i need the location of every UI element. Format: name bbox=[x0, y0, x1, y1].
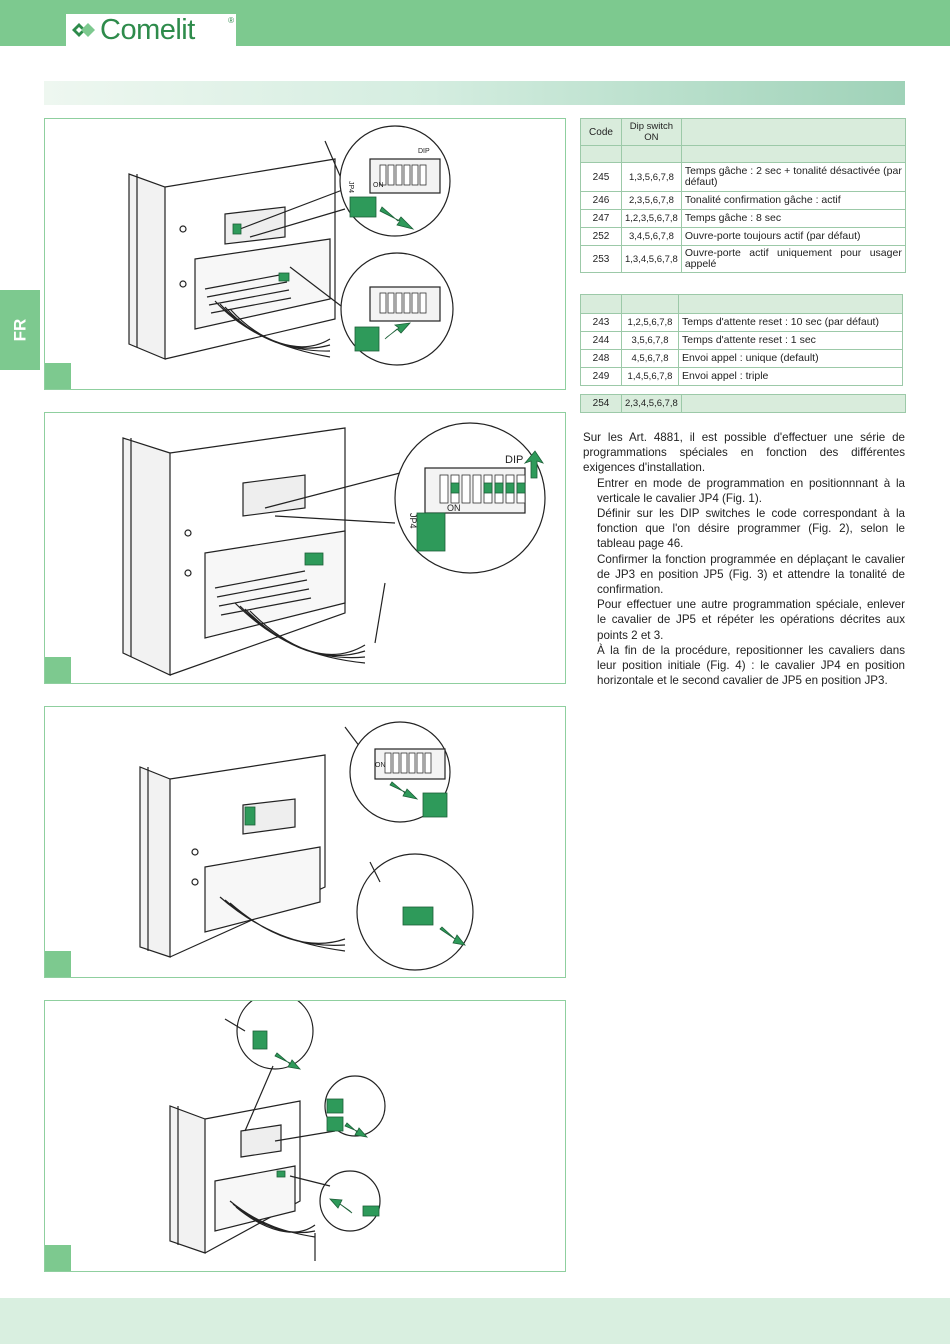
row-code: 253 bbox=[580, 245, 622, 273]
brand-name: Comelit bbox=[100, 14, 195, 46]
row-desc: Ouvre-porte actif uniquement pour usager… bbox=[680, 245, 906, 273]
row-dip: 3,4,5,6,7,8 bbox=[621, 227, 682, 246]
table-row: 252 3,4,5,6,7,8 Ouvre-porte toujours act… bbox=[580, 227, 906, 246]
step-paragraph: Définir sur les DIP switches le code cor… bbox=[597, 507, 905, 551]
header-desc bbox=[680, 118, 906, 146]
table-row: 244 3,5,6,7,8 Temps d'attente reset : 1 … bbox=[580, 331, 903, 350]
table-row: 246 2,3,5,6,7,8 Tonalité confirmation gâ… bbox=[580, 191, 906, 210]
header-code: Code bbox=[580, 118, 622, 146]
row-desc: Temps d'attente reset : 1 sec bbox=[678, 331, 903, 350]
figure-1: DIP ON JP4 bbox=[44, 118, 566, 390]
row-desc: Temps d'attente reset : 10 sec (par défa… bbox=[678, 313, 903, 332]
figure-2-illustration: DIP ON JP4 bbox=[122, 422, 546, 676]
figure-4-illustration bbox=[169, 1001, 386, 1261]
row-desc: Temps gâche : 2 sec + tonalité désactivé… bbox=[680, 162, 906, 192]
row-dip: 1,3,5,6,7,8 bbox=[621, 162, 682, 192]
figure-number-marker bbox=[45, 951, 71, 977]
table-row: 254 2,3,4,5,6,7,8 bbox=[580, 394, 906, 413]
row-desc: Envoi appel : triple bbox=[678, 367, 903, 386]
footer-bar bbox=[0, 1298, 950, 1344]
figure-number-marker bbox=[45, 657, 71, 683]
step-paragraph: Entrer en mode de programmation en posit… bbox=[597, 476, 905, 505]
step-paragraph: Pour effectuer une autre programmation s… bbox=[597, 598, 905, 642]
row-dip: 3,5,6,7,8 bbox=[621, 331, 679, 350]
figure-2: DIP ON JP4 bbox=[44, 412, 566, 684]
jp4-label-zoom: JP4 bbox=[408, 513, 418, 529]
brand-registered: ® bbox=[228, 16, 234, 25]
row-desc: Ouvre-porte toujours actif (par défaut) bbox=[680, 227, 906, 246]
on-label: ON bbox=[373, 182, 384, 189]
row-dip: 1,2,3,5,6,7,8 bbox=[621, 209, 682, 228]
language-label: FR bbox=[9, 318, 29, 342]
figure-1-illustration: DIP ON JP4 bbox=[128, 125, 454, 366]
row-code: 244 bbox=[580, 331, 622, 350]
row-desc: Tonalité confirmation gâche : actif bbox=[680, 191, 906, 210]
figure-number-marker bbox=[45, 363, 71, 389]
row-dip: 2,3,4,5,6,7,8 bbox=[621, 394, 682, 413]
figure-number-marker bbox=[45, 1245, 71, 1271]
row-code: 254 bbox=[580, 394, 622, 413]
row-desc: Temps gâche : 8 sec bbox=[680, 209, 906, 228]
row-dip: 2,3,5,6,7,8 bbox=[621, 191, 682, 210]
step-paragraph: Confirmer la fonction programmée en dépl… bbox=[597, 552, 905, 597]
on-label-fig3: ON bbox=[375, 762, 386, 769]
language-tab: FR bbox=[0, 290, 40, 370]
instructions-text: Sur les Art. 4881, il est possible d'eff… bbox=[583, 430, 905, 688]
figure-3: ON bbox=[44, 706, 566, 978]
code-table-3: 254 2,3,4,5,6,7,8 bbox=[580, 394, 906, 413]
table-row: 243 1,2,5,6,7,8 Temps d'attente reset : … bbox=[580, 313, 903, 332]
row-code: 252 bbox=[580, 227, 622, 246]
row-code: 243 bbox=[580, 313, 622, 332]
row-code: 248 bbox=[580, 349, 622, 368]
figure-3-illustration: ON bbox=[139, 721, 474, 971]
table-row: 253 1,3,4,5,6,7,8 Ouvre-porte actif uniq… bbox=[580, 245, 906, 273]
row-code: 247 bbox=[580, 209, 622, 228]
code-table-2: 243 1,2,5,6,7,8 Temps d'attente reset : … bbox=[580, 294, 903, 386]
row-desc bbox=[680, 394, 906, 413]
table-band-row bbox=[580, 145, 906, 163]
comelit-logo-icon bbox=[72, 23, 95, 37]
table-row: 245 1,3,5,6,7,8 Temps gâche : 2 sec + to… bbox=[580, 162, 906, 192]
table-row: 249 1,4,5,6,7,8 Envoi appel : triple bbox=[580, 367, 903, 386]
table-row: 247 1,2,3,5,6,7,8 Temps gâche : 8 sec bbox=[580, 209, 906, 228]
figure-4 bbox=[44, 1000, 566, 1272]
header-dip: Dip switch ON bbox=[621, 118, 682, 146]
row-code: 246 bbox=[580, 191, 622, 210]
row-dip: 1,3,4,5,6,7,8 bbox=[621, 245, 682, 273]
on-label-zoom: ON bbox=[447, 503, 461, 513]
dip-label-zoom: DIP bbox=[505, 454, 523, 466]
table-band-row bbox=[580, 294, 903, 314]
intro-paragraph: Sur les Art. 4881, il est possible d'eff… bbox=[583, 431, 905, 475]
step-paragraph: À la fin de la procédure, repositionner … bbox=[597, 643, 905, 688]
dip-label: DIP bbox=[418, 148, 430, 155]
section-band bbox=[44, 81, 905, 105]
row-code: 245 bbox=[580, 162, 622, 192]
row-code: 249 bbox=[580, 367, 622, 386]
row-desc: Envoi appel : unique (default) bbox=[678, 349, 903, 368]
table-row: 248 4,5,6,7,8 Envoi appel : unique (defa… bbox=[580, 349, 903, 368]
brand-logo: Comelit ® bbox=[66, 14, 236, 46]
code-table-1: Code Dip switch ON 245 1,3,5,6,7,8 Temps… bbox=[580, 118, 906, 273]
jp4-label: JP4 bbox=[347, 181, 354, 193]
row-dip: 1,2,5,6,7,8 bbox=[621, 313, 679, 332]
header-bar: Comelit ® bbox=[0, 0, 950, 46]
row-dip: 1,4,5,6,7,8 bbox=[621, 367, 679, 386]
row-dip: 4,5,6,7,8 bbox=[621, 349, 679, 368]
table-header-row: Code Dip switch ON bbox=[580, 118, 906, 146]
